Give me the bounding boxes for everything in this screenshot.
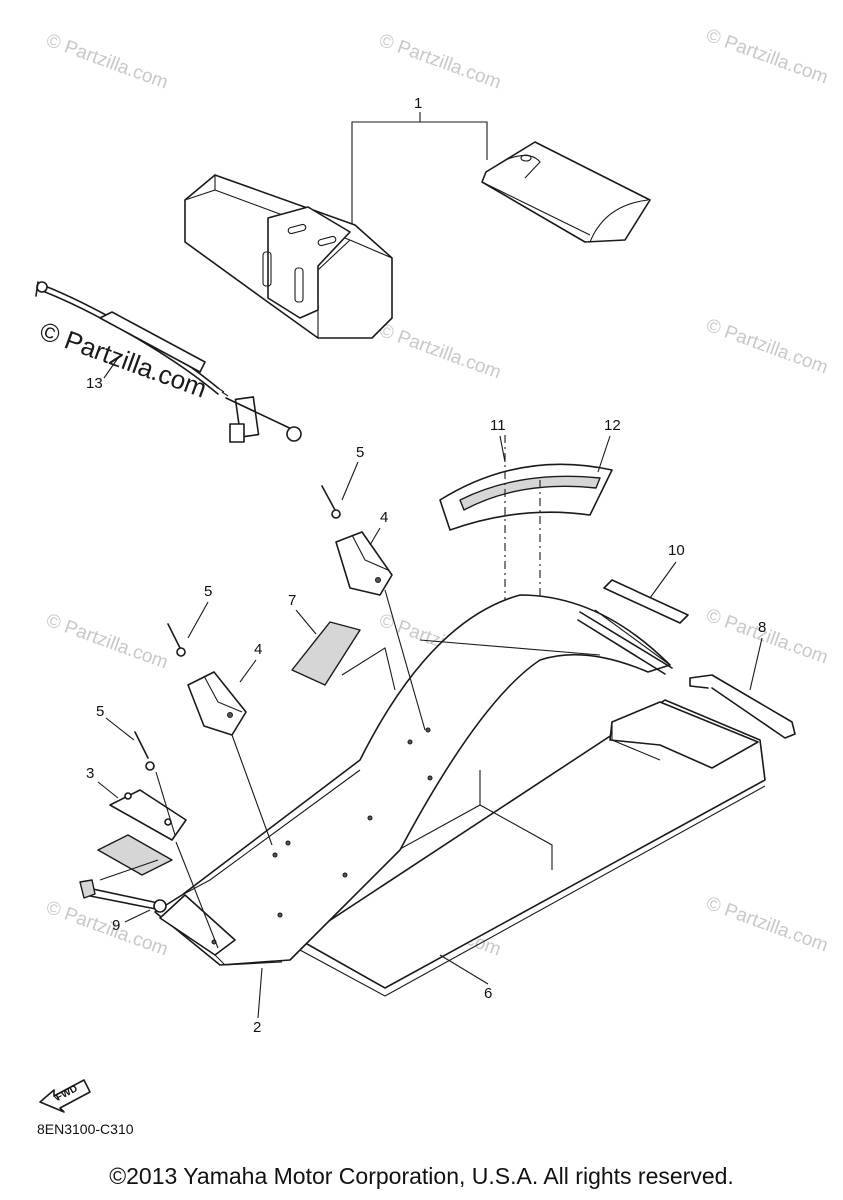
- seat-base-part-6: 6: [299, 699, 766, 1002]
- watermark-8: © Partzilla.com: [703, 605, 830, 669]
- callout-8: 8: [758, 619, 766, 636]
- hinge-bracket-upper-part-4: 4: [335, 509, 426, 731]
- fwd-arrow-icon: FWD: [39, 1079, 91, 1113]
- callout-5-mid: 5: [204, 583, 212, 600]
- emblem-decals-parts-11-12: 11 12: [439, 417, 621, 630]
- callout-6: 6: [484, 985, 492, 1002]
- diagram-code: 8EN3100-C310: [37, 1121, 134, 1137]
- watermark-6: © Partzilla.com: [43, 610, 170, 674]
- hinge-bracket-lower-part-4: 4: [187, 641, 273, 846]
- copyright-notice: ©2013 Yamaha Motor Corporation, U.S.A. A…: [109, 1163, 734, 1189]
- watermark-2: © Partzilla.com: [376, 30, 503, 94]
- screws-part-5: 5 5 5: [96, 444, 364, 771]
- callout-12: 12: [604, 417, 621, 434]
- watermark-11: © Partzilla.com: [703, 893, 830, 957]
- seat-hook-part-8: 8: [689, 619, 796, 739]
- watermark-5: © Partzilla.com: [703, 315, 830, 379]
- callout-3: 3: [86, 765, 94, 782]
- callout-5-top: 5: [356, 444, 364, 461]
- callout-10: 10: [668, 542, 685, 559]
- tool-bag-part-1: [184, 112, 651, 339]
- callout-11: 11: [490, 417, 506, 434]
- caution-label-part-7: 7: [288, 592, 396, 691]
- callout-7: 7: [288, 592, 296, 609]
- seat-lock-cable-part-13: 13: [35, 281, 302, 443]
- callout-5-bottom: 5: [96, 703, 104, 720]
- callout-1: 1: [414, 95, 422, 112]
- callout-4-upper: 4: [380, 509, 388, 526]
- hinge-pin-part-9: 9: [79, 859, 167, 934]
- callout-4-lower: 4: [254, 641, 262, 658]
- hinge-part-3: 3: [86, 765, 219, 949]
- watermark-1: © Partzilla.com: [43, 30, 170, 94]
- watermark-3: © Partzilla.com: [703, 25, 830, 89]
- watermark-9: © Partzilla.com: [43, 897, 170, 961]
- lock-bar-part-10: 10: [577, 542, 689, 675]
- seat-pan-part-2: 2: [154, 594, 671, 1036]
- callout-9: 9: [112, 917, 120, 934]
- watermark-4: © Partzilla.com: [376, 320, 503, 384]
- callout-13: 13: [86, 375, 103, 392]
- callout-2: 2: [253, 1019, 261, 1036]
